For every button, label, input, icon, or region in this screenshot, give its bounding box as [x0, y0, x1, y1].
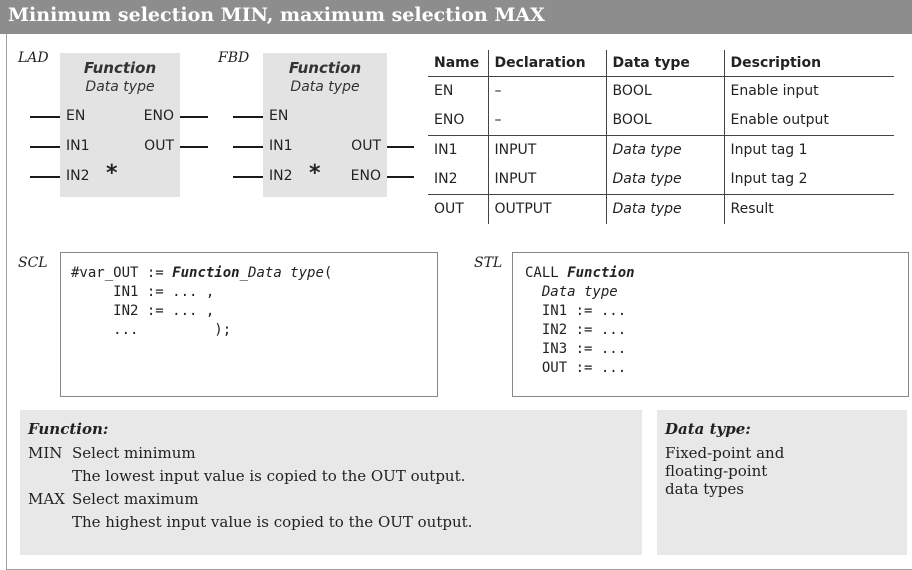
lad-pin-eno: ENO: [143, 108, 174, 124]
header-data-type: Data type: [605, 50, 724, 77]
lad-pin-in1: IN1: [66, 138, 90, 154]
lad-wire-out: [180, 146, 208, 148]
datatype-line-2: floating-point: [665, 462, 768, 480]
stl-line-out: OUT := ...: [525, 360, 627, 376]
lad-wire-en: [30, 116, 60, 118]
max-code: MAX: [28, 490, 65, 508]
scl-code: #var_OUT := Function_Data type( IN1 := .…: [71, 264, 332, 340]
cell-declaration: INPUT: [487, 164, 606, 194]
datatype-line-3: data types: [665, 480, 744, 498]
cell-description: Input tag 2: [723, 164, 894, 194]
cell-data-type: BOOL: [605, 76, 724, 106]
scl-label: SCL: [18, 255, 48, 271]
fbd-wire-en: [233, 116, 263, 118]
stl-line-type: Data type: [525, 284, 618, 300]
cell-data-type: Data type: [605, 164, 724, 194]
scl-line-3: IN2 := ... ,: [71, 303, 215, 319]
parameter-table: Name Declaration Data type Description E…: [428, 50, 894, 224]
stl-code: CALL Function Data type IN1 := ... IN2 :…: [525, 264, 635, 378]
lad-pin-in2: IN2: [66, 168, 90, 184]
cell-declaration: OUTPUT: [487, 193, 606, 224]
cell-name: ENO: [434, 112, 465, 128]
cell-description: Result: [723, 193, 894, 224]
cell-description: Enable input: [723, 76, 894, 106]
cell-declaration: INPUT: [487, 134, 606, 165]
fbd-function-name: Function: [288, 59, 362, 77]
cell-data-type: Data type: [605, 134, 724, 165]
fbd-pin-in2: IN2: [269, 168, 293, 184]
fbd-label: FBD: [218, 50, 250, 66]
stl-line-in1: IN1 := ...: [525, 303, 627, 319]
lad-wire-in1: [30, 146, 60, 148]
header-description: Description: [723, 50, 894, 77]
cell-name: EN: [434, 83, 454, 99]
max-name: Select maximum: [72, 490, 199, 508]
header-declaration: Declaration: [487, 50, 606, 77]
fbd-pin-eno: ENO: [350, 168, 381, 184]
fbd-wire-in1: [233, 146, 263, 148]
datatype-line-1: Fixed-point and: [665, 444, 785, 462]
fbd-data-type: Data type: [290, 79, 360, 95]
stl-line-in3: IN3 := ...: [525, 341, 627, 357]
header-name: Name: [428, 50, 488, 77]
lad-pin-en: EN: [66, 108, 86, 124]
lad-label: LAD: [18, 50, 49, 66]
cell-name: OUT: [428, 193, 488, 224]
stl-line-in2: IN2 := ...: [525, 322, 627, 338]
fbd-function-box: Function Data type EN IN1 OUT IN2 * ENO: [263, 53, 387, 197]
lad-expand-star: *: [106, 161, 118, 186]
cell-declaration: –: [487, 105, 606, 135]
datatype-heading: Data type:: [665, 420, 751, 438]
fbd-pin-en: EN: [269, 108, 289, 124]
cell-declaration: –: [487, 76, 606, 106]
scl-line-4: ... );: [71, 322, 232, 338]
max-description: The highest input value is copied to the…: [72, 513, 473, 531]
title-bar: Minimum selection MIN, maximum selection…: [0, 0, 912, 34]
function-heading: Function:: [28, 420, 109, 438]
lad-data-type: Data type: [85, 79, 155, 95]
fbd-wire-in2: [233, 176, 263, 178]
cell-name: IN2: [434, 171, 458, 187]
function-panel: Function: MIN Select minimum The lowest …: [20, 410, 642, 555]
scl-line-1: #var_OUT := Function_Data type(: [71, 265, 333, 281]
stl-label: STL: [474, 255, 503, 271]
fbd-pin-in1: IN1: [269, 138, 293, 154]
table-row: EN – BOOL Enable input: [428, 76, 894, 106]
cell-name: IN1: [428, 134, 488, 165]
lad-function-name: Function: [83, 59, 157, 77]
lad-pin-out: OUT: [144, 138, 174, 154]
lad-wire-eno: [180, 116, 208, 118]
fbd-pin-out: OUT: [351, 138, 381, 154]
datatype-panel: Data type: Fixed-point and floating-poin…: [657, 410, 907, 555]
cell-description: Input tag 1: [723, 134, 894, 165]
fbd-expand-star: *: [309, 161, 321, 186]
page-title: Minimum selection MIN, maximum selection…: [8, 4, 545, 26]
cell-data-type: BOOL: [605, 105, 724, 135]
table-row: ENO – BOOL Enable output: [428, 105, 894, 135]
table-row: IN1 INPUT Data type Input tag 1: [428, 134, 894, 165]
scl-code-box: #var_OUT := Function_Data type( IN1 := .…: [60, 252, 438, 397]
table-row: OUT OUTPUT Data type Result: [428, 193, 894, 224]
cell-data-type: Data type: [605, 193, 724, 224]
fbd-wire-eno: [387, 176, 414, 178]
lad-function-box: Function Data type EN ENO IN1 OUT IN2 *: [60, 53, 180, 197]
fbd-wire-out: [387, 146, 414, 148]
stl-line-call: CALL Function: [525, 265, 635, 281]
min-name: Select minimum: [72, 444, 196, 462]
min-code: MIN: [28, 444, 63, 462]
table-header-row: Name Declaration Data type Description: [428, 50, 894, 77]
table-row: IN2 INPUT Data type Input tag 2: [428, 164, 894, 194]
min-description: The lowest input value is copied to the …: [72, 467, 466, 485]
lad-wire-in2: [30, 176, 60, 178]
scl-line-2: IN1 := ... ,: [71, 284, 215, 300]
cell-description: Enable output: [723, 105, 894, 135]
stl-code-box: CALL Function Data type IN1 := ... IN2 :…: [512, 252, 909, 397]
